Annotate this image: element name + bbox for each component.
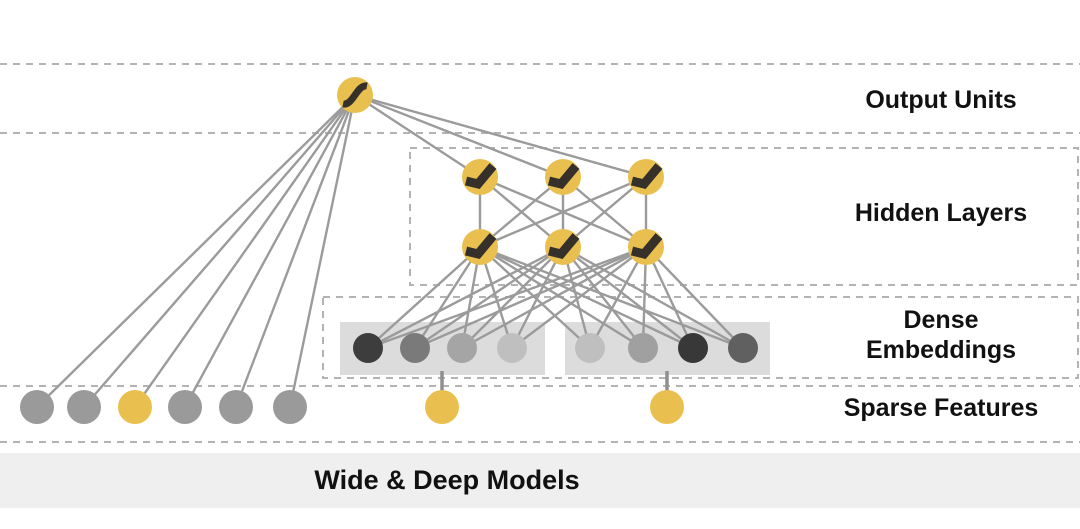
relu-icon (547, 163, 580, 190)
connection-line (479, 176, 564, 248)
wide-connection-line (36, 94, 356, 408)
connection-line (511, 246, 647, 349)
label-dense-line2: Embeddings (865, 336, 1016, 364)
connection-line (367, 245, 564, 350)
connection-line (414, 246, 564, 349)
title-band (0, 453, 1080, 508)
diagram-title: Wide & Deep Models (314, 465, 580, 495)
connection-line (645, 246, 744, 349)
wide-connection-line (83, 94, 356, 408)
connection-line (367, 245, 647, 350)
embedding-node (497, 333, 527, 363)
connection-line (644, 246, 695, 349)
embedding-node (447, 333, 477, 363)
wide-connection-line (288, 94, 357, 408)
connection-line (479, 245, 744, 350)
relu-icon (630, 163, 663, 190)
sparse-feature-node (650, 390, 684, 424)
connection-line (367, 246, 481, 349)
connection-line (479, 245, 644, 350)
embedding-node (400, 333, 430, 363)
relu-icon (547, 233, 580, 260)
relu-curve (464, 163, 497, 190)
wide-connection-line (134, 94, 356, 408)
label-dense-embeddings: Dense Embeddings (810, 305, 1072, 365)
connection-line (562, 176, 647, 248)
relu-curve (464, 233, 497, 260)
sigmoid-icon (342, 82, 368, 108)
connection-line (479, 175, 647, 249)
relu-curve (630, 163, 663, 190)
label-hidden-layers: Hidden Layers (854, 199, 1028, 227)
dense-embeddings-box (322, 296, 1079, 379)
relu-icon (464, 163, 497, 190)
sparse-feature-node (273, 390, 307, 424)
embedding-node (728, 333, 758, 363)
sigmoid-curve (342, 82, 368, 108)
wide-connection-line (234, 94, 357, 408)
sparse-feature-node (219, 390, 253, 424)
sparse-feature-node (168, 390, 202, 424)
embedding-node (628, 333, 658, 363)
sparse-feature-node (118, 390, 152, 424)
connection-line (461, 246, 564, 349)
connection-line (588, 246, 648, 349)
connection-line (413, 246, 482, 349)
label-sparse-features: Sparse Features (843, 394, 1039, 422)
connection-line (479, 246, 591, 349)
relu-curve (547, 163, 580, 190)
embedding-node (678, 333, 708, 363)
connection-line (479, 245, 694, 350)
label-output-units: Output Units (865, 86, 1017, 114)
connection-line (510, 246, 565, 349)
connection-line (354, 93, 564, 179)
embedding-node (353, 333, 383, 363)
relu-icon (630, 233, 663, 260)
sparse-feature-node (20, 390, 54, 424)
connection-line (562, 245, 744, 350)
embedding-node (575, 333, 605, 363)
relu-curve (630, 233, 663, 260)
sparse-feature-node (67, 390, 101, 424)
wide-connection-line (183, 94, 357, 408)
connections (36, 93, 744, 408)
connection-line (562, 246, 694, 349)
relu-curve (547, 233, 580, 260)
sparse-feature-node (425, 390, 459, 424)
connection-line (414, 245, 647, 350)
connection-line (354, 93, 481, 179)
connection-line (354, 93, 647, 179)
relu-icon (464, 233, 497, 260)
label-dense-line1: Dense (903, 306, 979, 334)
connection-line (562, 246, 644, 349)
connection-line (461, 245, 647, 350)
